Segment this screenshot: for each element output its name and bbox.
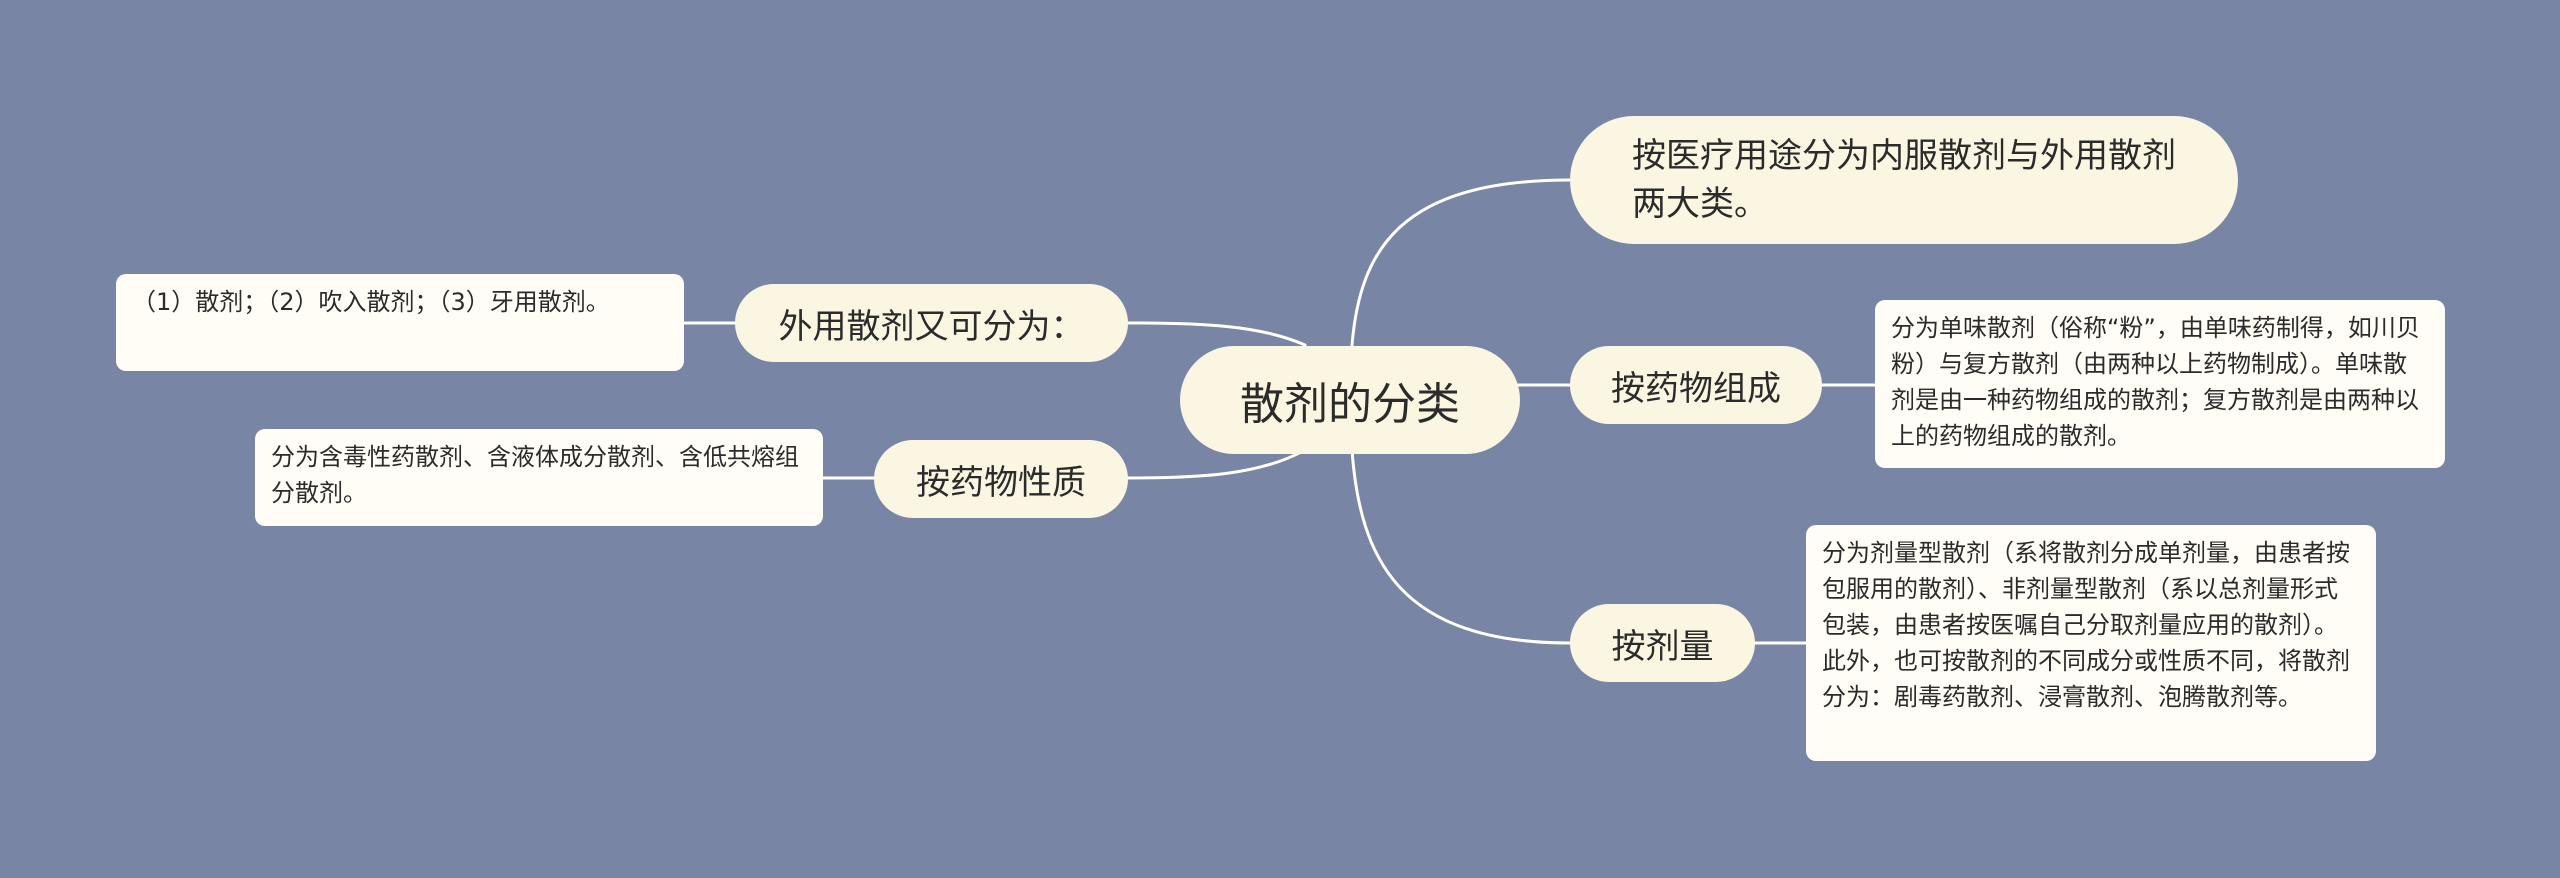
detail-composition: 分为单味散剂（俗称“粉”，由单味药制得，如川贝粉）与复方散剂（由两种以上药物制成… bbox=[1875, 300, 2445, 468]
branch-medical-use[interactable]: 按医疗用途分为内服散剂与外用散剂两大类。 bbox=[1570, 116, 2238, 244]
central-topic[interactable]: 散剂的分类 bbox=[1180, 346, 1520, 454]
branch-external-subtypes[interactable]: 外用散剂又可分为： bbox=[735, 284, 1128, 362]
connector-root-to-property bbox=[1126, 448, 1307, 480]
branch-drug-property-label: 按药物性质 bbox=[916, 462, 1086, 503]
branch-medical-use-label: 按医疗用途分为内服散剂与外用散剂两大类。 bbox=[1632, 135, 2176, 224]
branch-dosage-label: 按剂量 bbox=[1611, 626, 1714, 667]
detail-dosage-text: 分为剂量型散剂（系将散剂分成单剂量，由患者按包服用的散剂）、非剂量型散剂（系以总… bbox=[1822, 539, 2350, 711]
branch-dosage[interactable]: 按剂量 bbox=[1570, 604, 1755, 682]
branch-composition-label: 按药物组成 bbox=[1611, 368, 1781, 409]
central-topic-label: 散剂的分类 bbox=[1240, 379, 1460, 430]
connector-root-to-medical-use bbox=[1350, 178, 1572, 347]
detail-composition-text: 分为单味散剂（俗称“粉”，由单味药制得，如川贝粉）与复方散剂（由两种以上药物制成… bbox=[1891, 314, 2420, 450]
connector-root-to-external bbox=[1126, 321, 1307, 347]
branch-composition[interactable]: 按药物组成 bbox=[1570, 346, 1822, 424]
detail-drug-property: 分为含毒性药散剂、含液体成分散剂、含低共熔组分散剂。 bbox=[255, 429, 823, 526]
detail-external-subtypes: （1）散剂；（2）吹入散剂；（3）牙用散剂。 bbox=[116, 274, 684, 371]
connector-root-to-dosage bbox=[1350, 448, 1572, 645]
detail-dosage: 分为剂量型散剂（系将散剂分成单剂量，由患者按包服用的散剂）、非剂量型散剂（系以总… bbox=[1806, 525, 2376, 761]
detail-external-subtypes-text: （1）散剂；（2）吹入散剂；（3）牙用散剂。 bbox=[132, 288, 610, 316]
branch-drug-property[interactable]: 按药物性质 bbox=[874, 440, 1128, 518]
branch-external-subtypes-label: 外用散剂又可分为： bbox=[778, 306, 1085, 347]
detail-drug-property-text: 分为含毒性药散剂、含液体成分散剂、含低共熔组分散剂。 bbox=[271, 443, 799, 507]
